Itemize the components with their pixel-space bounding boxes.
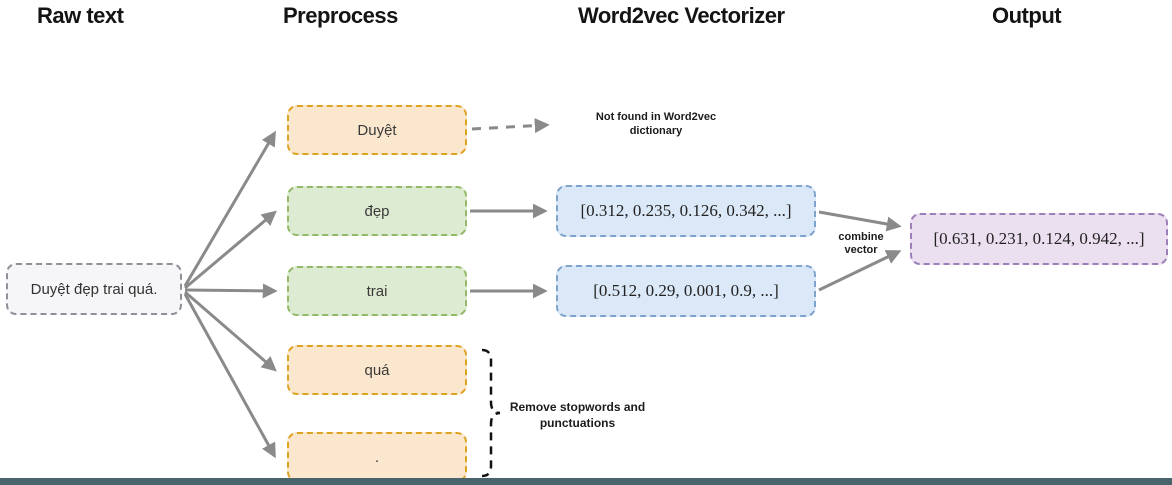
arrow-raw-to-qua <box>184 290 277 372</box>
token-label: . <box>374 448 380 466</box>
bottom-edge-strip <box>0 478 1172 485</box>
header-raw-text: Raw text <box>37 3 124 28</box>
curly-brace <box>481 348 501 478</box>
token-box-dep: đẹp <box>287 186 467 236</box>
token-box-duyet: Duyệt <box>287 105 467 155</box>
token-box-trai: trai <box>287 266 467 316</box>
vector-label: [0.312, 0.235, 0.126, 0.342, ...] <box>580 201 792 220</box>
token-label: Duyệt <box>357 121 397 139</box>
arrow-vector1-to-output <box>818 210 902 232</box>
combine-vector-annotation: combine vector <box>838 231 884 257</box>
raw-text-label: Duyệt đẹp trai quá. <box>30 280 158 298</box>
vector-box-trai: [0.512, 0.29, 0.001, 0.9, ...] <box>556 265 816 317</box>
not-found-annotation: Not found in Word2vec dictionary <box>595 111 717 138</box>
arrow-raw-to-dep <box>184 210 277 290</box>
arrow-raw-to-trai <box>184 283 278 299</box>
raw-text-box: Duyệt đẹp trai quá. <box>6 263 182 315</box>
arrow-vector2-to-output <box>818 250 902 292</box>
header-output: Output <box>992 3 1062 28</box>
remove-stopwords-annotation: Remove stopwords and punctuations <box>509 400 646 430</box>
vector-box-dep: [0.312, 0.235, 0.126, 0.342, ...] <box>556 185 816 237</box>
vector-label: [0.512, 0.29, 0.001, 0.9, ...] <box>593 281 779 300</box>
arrow-duyet-not-found-dashed <box>471 118 550 134</box>
token-label: đẹp <box>364 202 390 220</box>
token-label: trai <box>366 282 388 300</box>
token-label: quá <box>364 361 390 379</box>
header-preprocess: Preprocess <box>283 3 398 28</box>
arrow-raw-to-dot <box>183 293 276 459</box>
output-vector-label: [0.631, 0.231, 0.124, 0.942, ...] <box>933 229 1145 248</box>
arrow-raw-to-duyet <box>183 130 276 287</box>
header-word2vec-vectorizer: Word2vec Vectorizer <box>578 3 785 28</box>
token-box-qua: quá <box>287 345 467 395</box>
output-vector-box: [0.631, 0.231, 0.124, 0.942, ...] <box>910 213 1168 265</box>
token-box-period: . <box>287 432 467 482</box>
